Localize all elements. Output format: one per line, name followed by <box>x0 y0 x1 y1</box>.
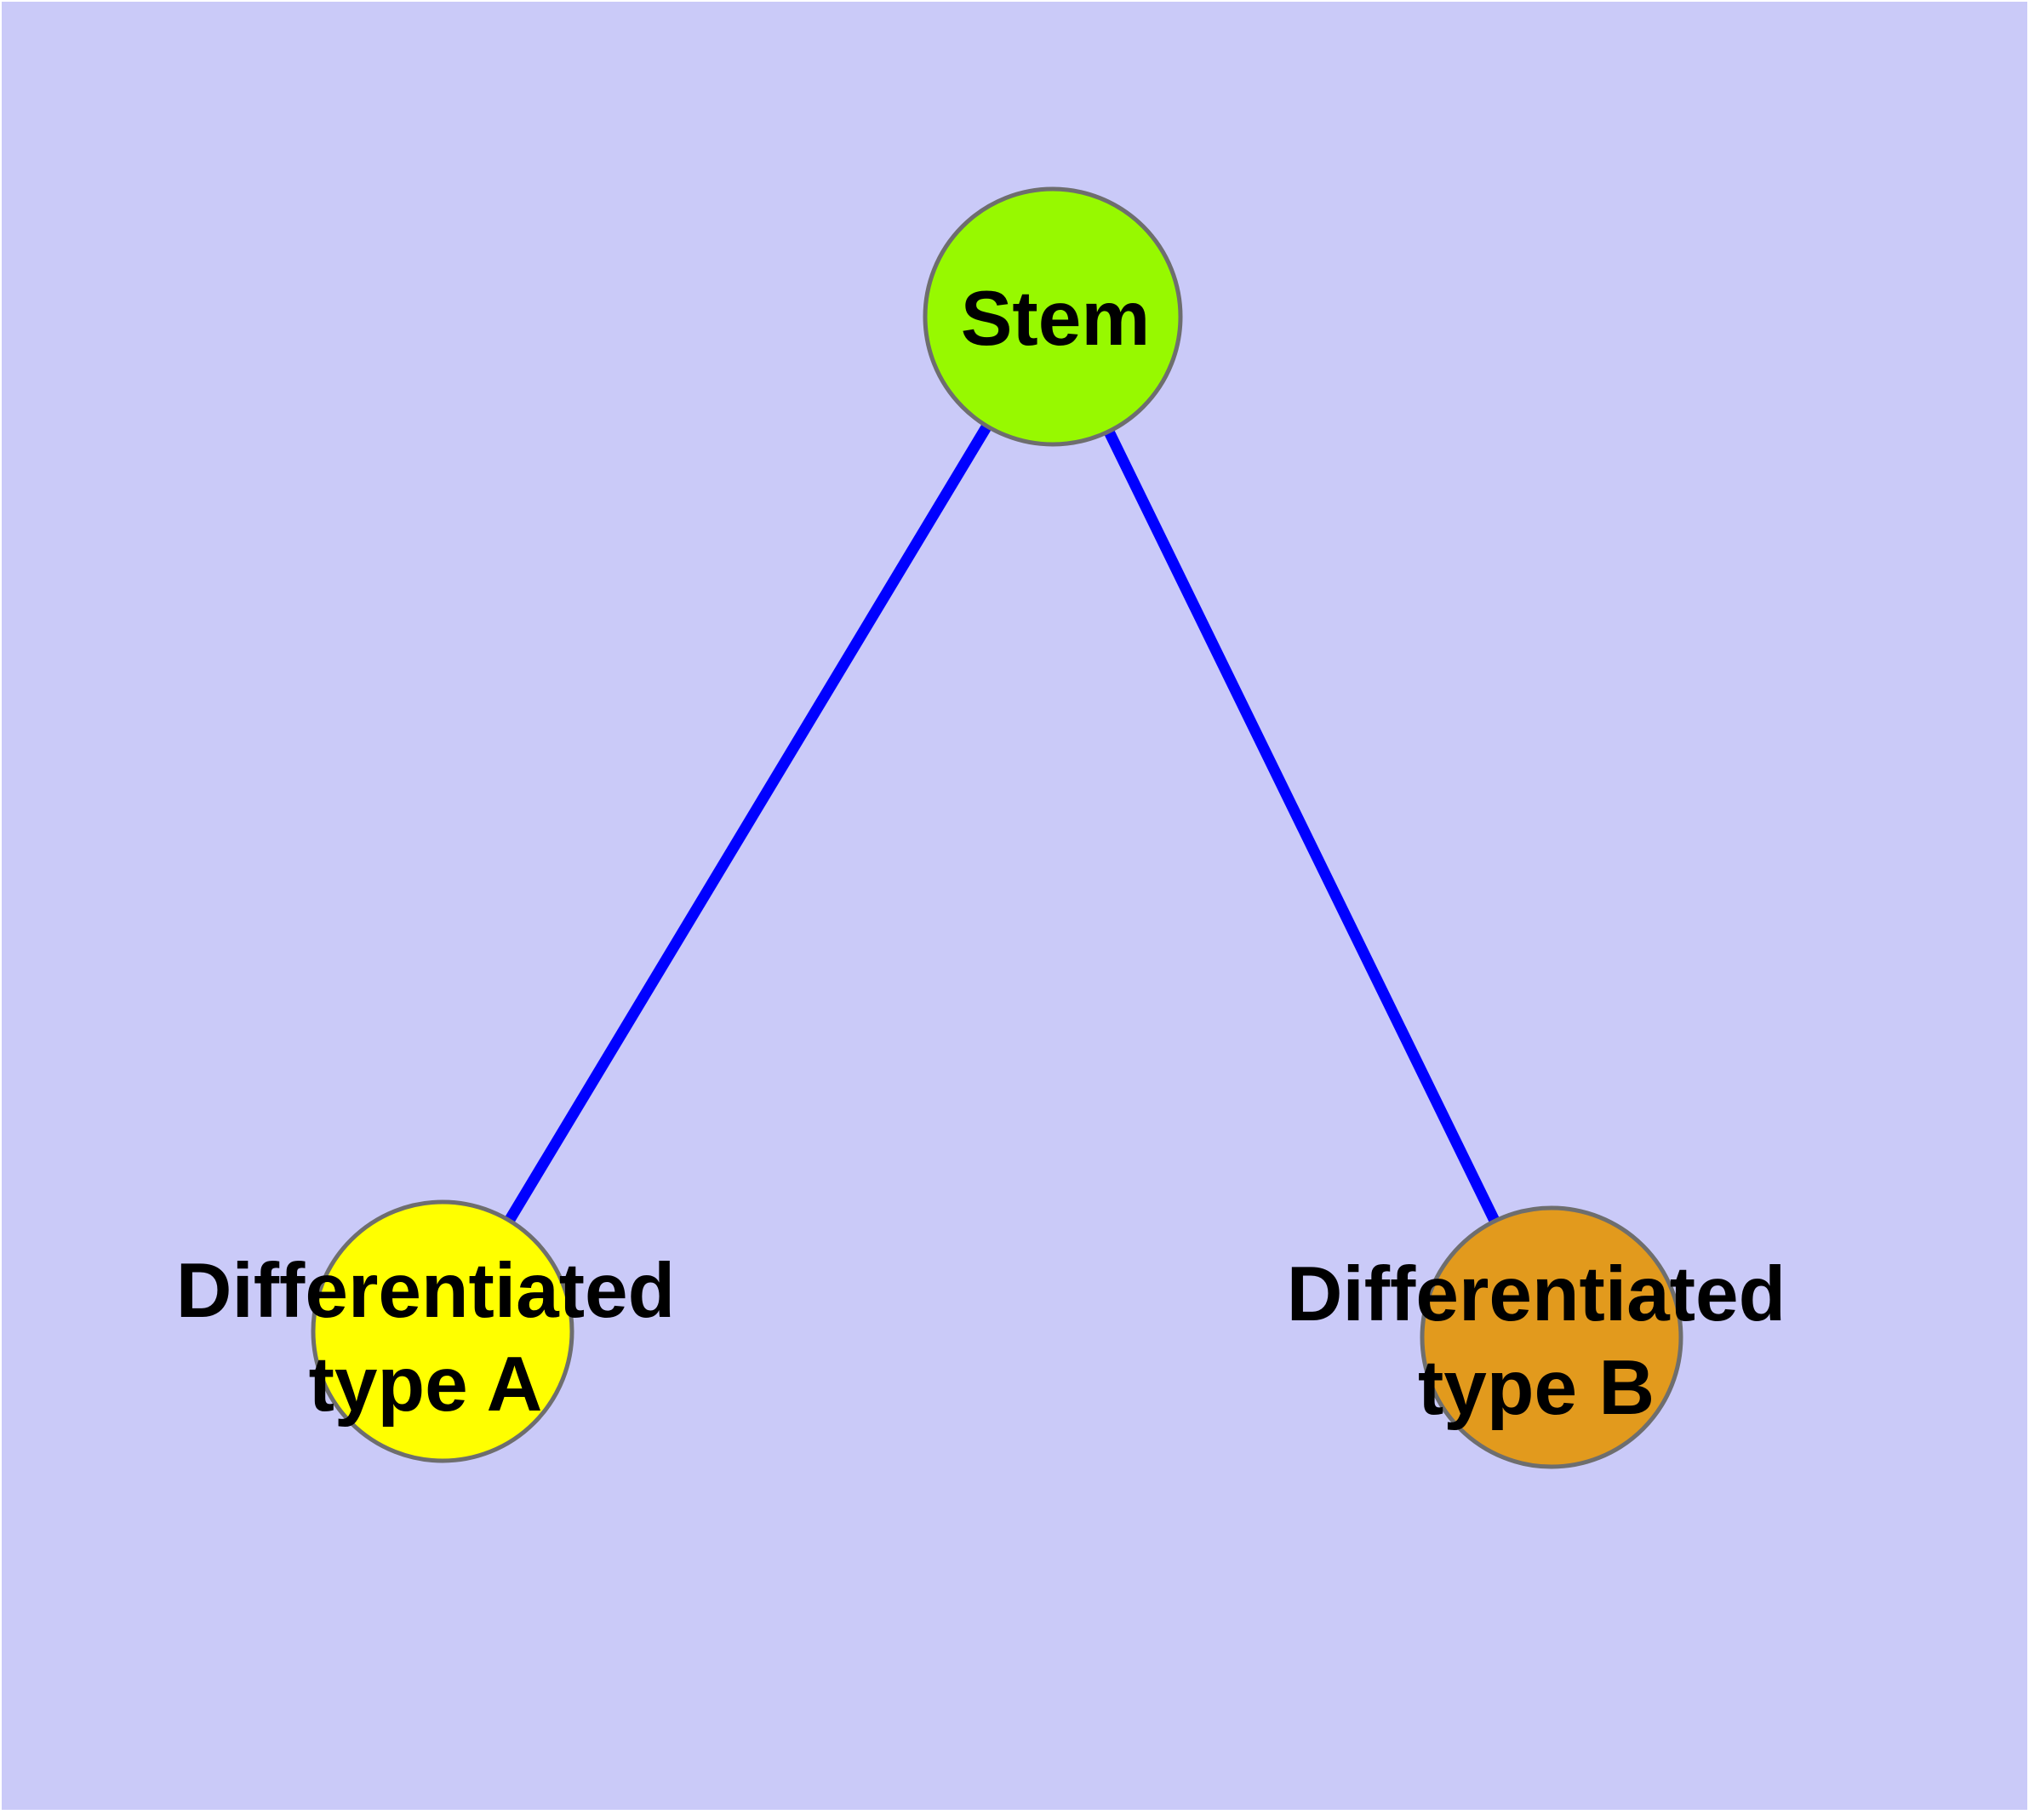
node-differentiated-type-a[interactable] <box>311 1199 574 1463</box>
node-stem[interactable] <box>923 186 1183 447</box>
node-stem-label: Stem <box>961 276 1151 362</box>
node-type-b-label-line1: Differentiated <box>1287 1251 1786 1337</box>
node-differentiated-type-b[interactable] <box>1420 1205 1683 1469</box>
node-type-a-label-line1: Differentiated <box>176 1248 676 1334</box>
node-type-b-label-line2: type B <box>1418 1345 1655 1431</box>
edge-stem-to-type-b <box>1048 314 1557 1340</box>
node-type-a-label-line2: type A <box>309 1342 543 1428</box>
edge-stem-to-type-a <box>437 313 1058 1335</box>
